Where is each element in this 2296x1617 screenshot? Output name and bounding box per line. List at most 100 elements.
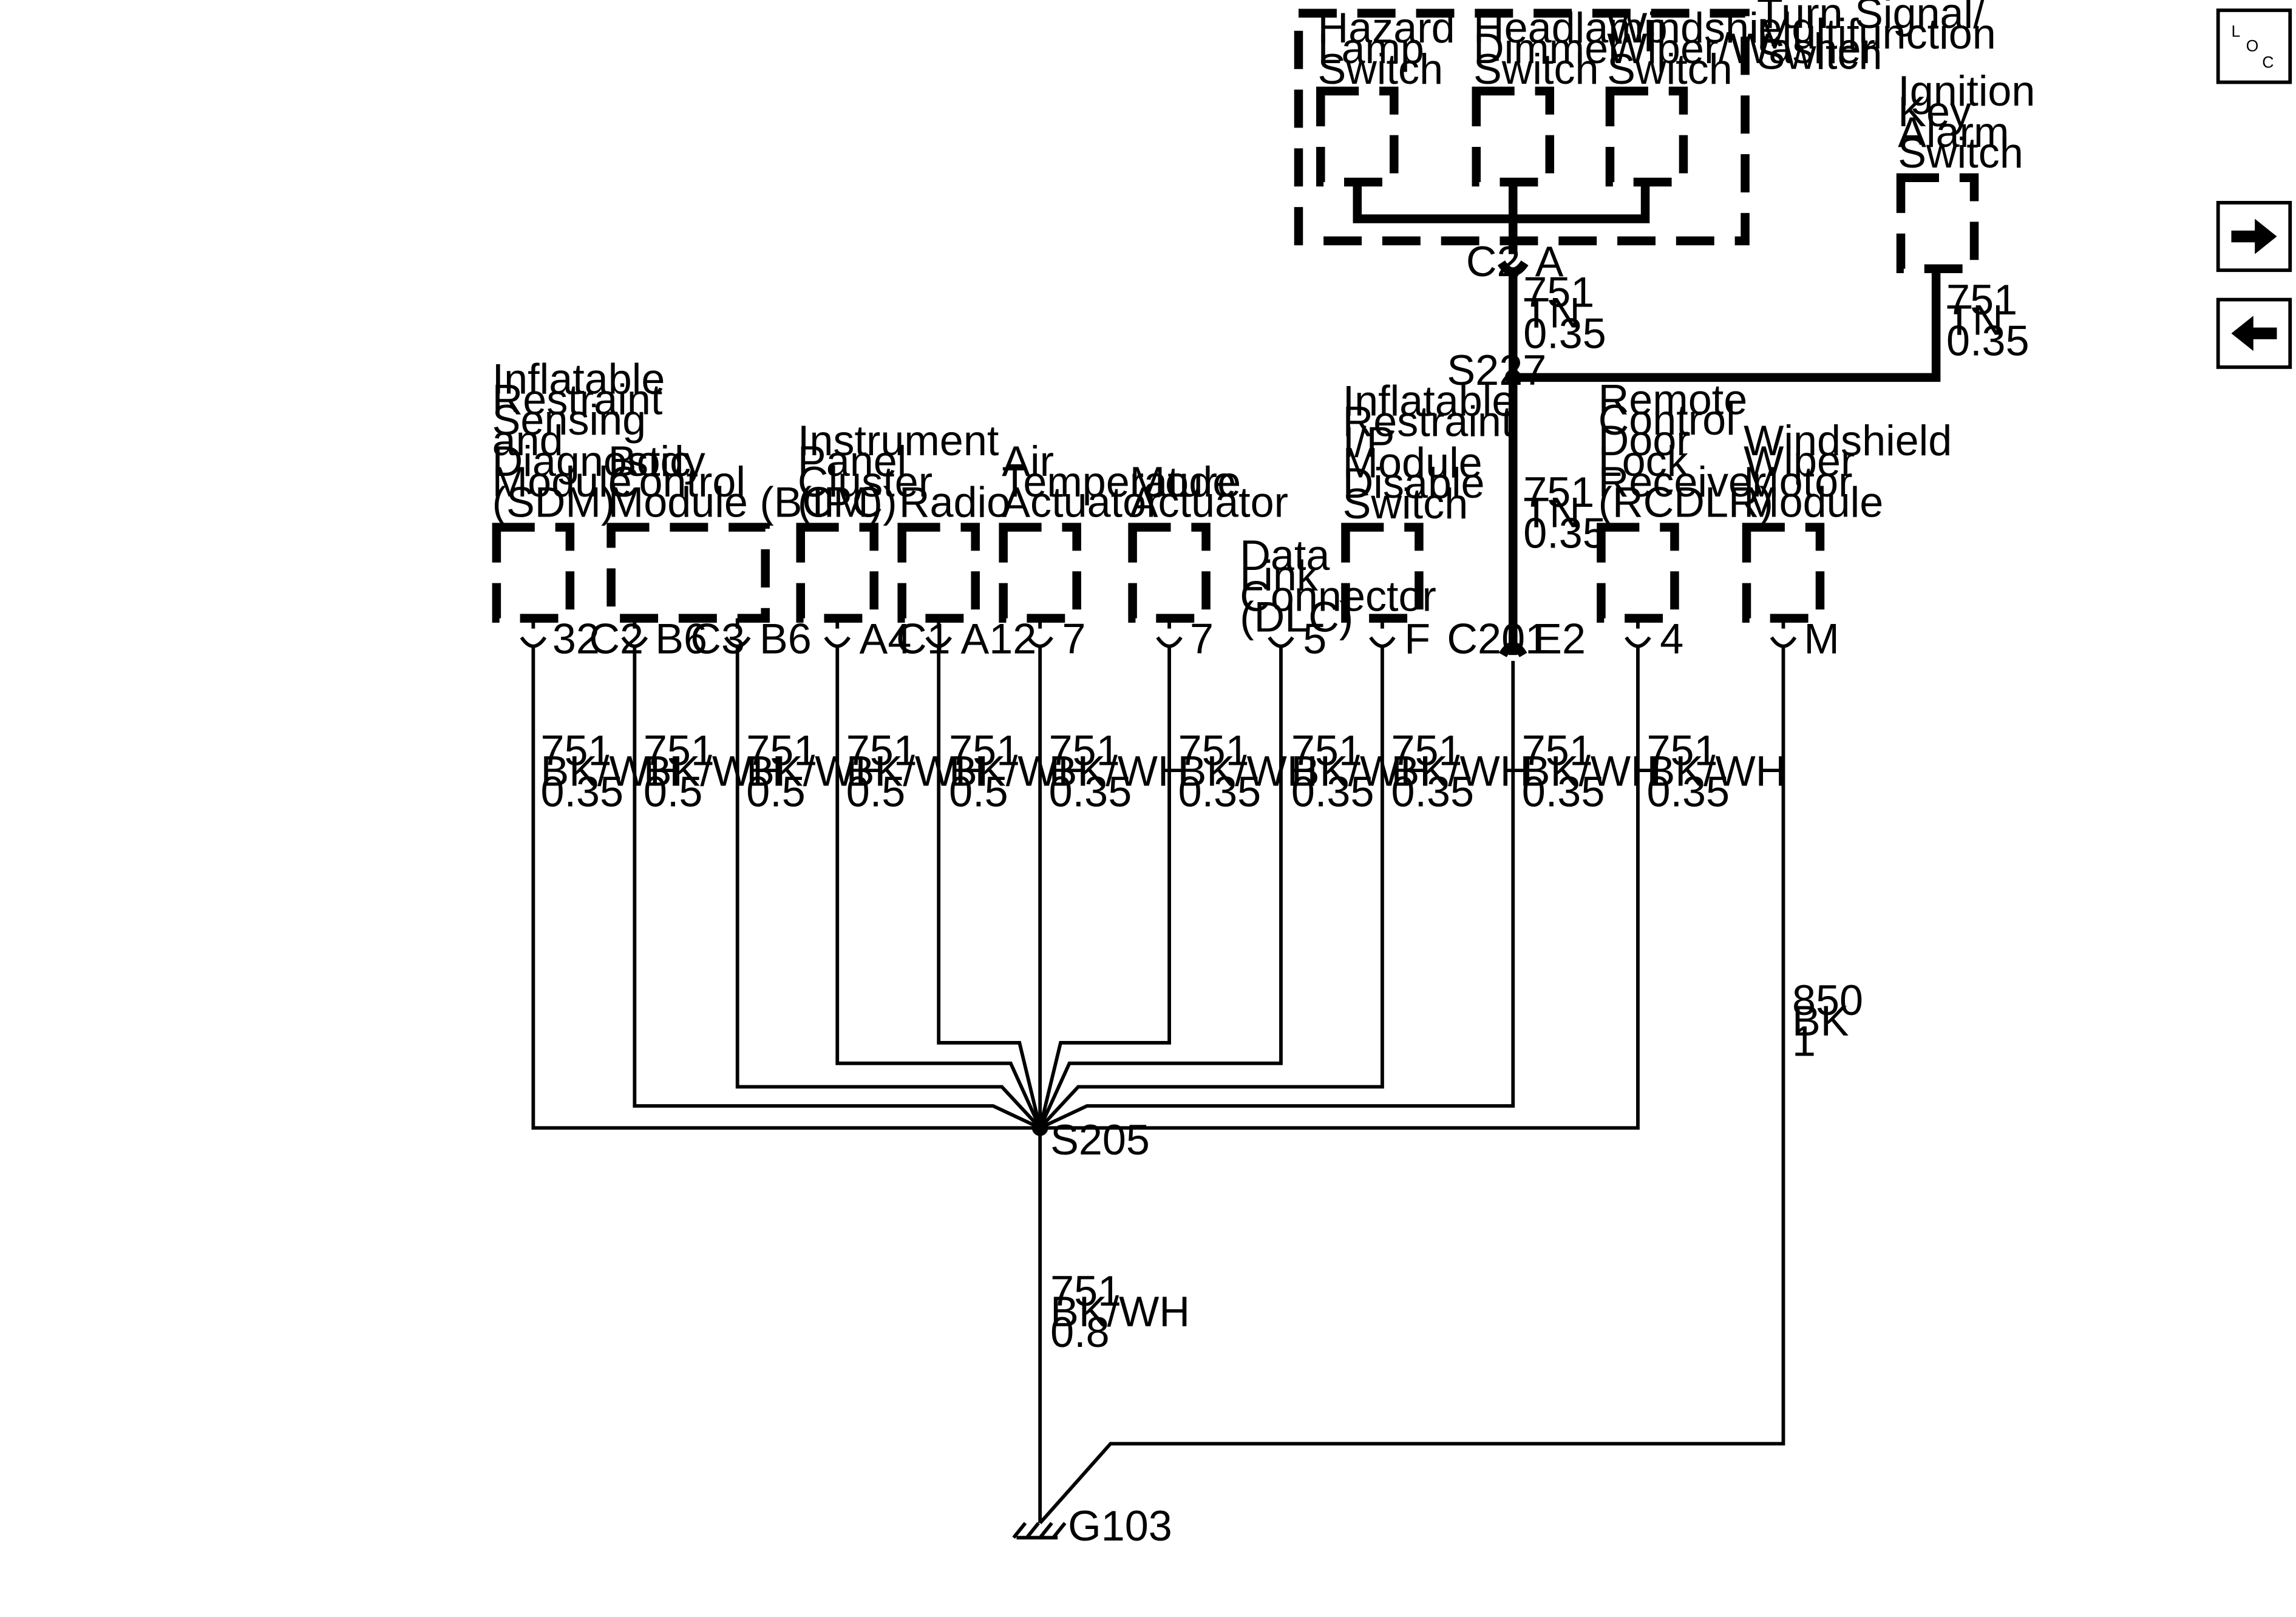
turn-signal-switch-outline — [1294, 8, 1750, 246]
right-arrow-icon — [2231, 219, 2277, 254]
radio-connector-label: C1 — [896, 615, 951, 663]
ignition-label-line: Switch — [1898, 129, 2023, 177]
wire-label: 751 — [1291, 727, 1362, 775]
turn-signal-switch-label: Turn Signal/ Multifunction Switch — [1757, 0, 1996, 78]
wire-label: 751 — [1523, 268, 1594, 316]
wire-sdm-to-s205 — [531, 646, 1041, 1130]
module-connector-stubs — [520, 618, 1797, 648]
hazard-lamp-switch: Hazard Lamp Switch — [1316, 4, 1455, 187]
wire-label: TN — [1523, 289, 1580, 337]
wire-label: BK/WH — [1646, 747, 1786, 795]
wire-dlc-to-s205 — [1038, 646, 1283, 1129]
rcdlr-outline — [1597, 523, 1679, 623]
drop-wire-labels: 751 BK/WH 0.35 751 BK/WH 0.5 751 BK/WH 0… — [540, 727, 1863, 1356]
dlc-label-line: Connector — [1240, 572, 1436, 620]
bcm-label-line: Body — [608, 437, 705, 485]
air-temp-label-line: Actuator — [1002, 478, 1160, 526]
wiper-label-line: Motor — [1744, 458, 1852, 506]
wire-label: 751 — [1946, 276, 2017, 324]
hazard-label-line: Hazard — [1317, 4, 1455, 52]
wire-label: 0.35 — [540, 767, 623, 815]
ip-disable-label-line: Disable — [1343, 459, 1485, 507]
next-button-frame — [2216, 201, 2292, 273]
washer-label-line: Wiper/Washer — [1607, 24, 1875, 72]
wire-wiper-to-g103 — [1038, 646, 1785, 1525]
wire-label: 0.5 — [746, 767, 806, 815]
wire-label: 0.35 — [1523, 509, 1606, 557]
wire-label: BK/WH — [1049, 747, 1189, 795]
headlamp-label-line: Dimmer — [1473, 24, 1623, 72]
dlc-label-line: Link — [1240, 552, 1319, 600]
mode-label-line: Actuator — [1130, 478, 1288, 526]
c2-connector-symbol — [1497, 260, 1529, 276]
wire-label: 1 — [1792, 1017, 1816, 1065]
wire-label: 0.35 — [1946, 317, 2029, 365]
mode-pin-label: 7 — [1190, 615, 1214, 663]
sdm-label-line: Module — [492, 458, 632, 506]
sdm-outline — [492, 523, 575, 623]
wire-c201-to-s205 — [1039, 660, 1515, 1130]
turn-signal-label-line: Turn Signal/ — [1757, 0, 1985, 37]
loc-button[interactable]: L O C — [2216, 8, 2292, 84]
left-arrow-icon — [2231, 316, 2277, 351]
sdm-module: Inflatable Restraint Sensing and Diagnos… — [492, 354, 691, 623]
ignition-label-line: Ignition — [1898, 67, 2035, 115]
washer-label-line: Switch — [1607, 45, 1733, 93]
wire-label: 0.8 — [1050, 1308, 1110, 1356]
ipc-label-line: Instrument — [798, 416, 999, 464]
wire-mode-to-s205 — [1038, 646, 1171, 1128]
wiper-label-line: Wiper — [1744, 437, 1855, 485]
wire-ipc-to-s205 — [835, 646, 1042, 1129]
air-temp-label-line: Air — [1002, 437, 1054, 485]
hazard-label-line: Switch — [1317, 45, 1443, 93]
s205-splice-label: S205 — [1050, 1116, 1150, 1164]
rcdlr-label-line: Remote — [1598, 375, 1748, 423]
wiper-pin-label: M — [1804, 615, 1839, 663]
sdm-label-line: Diagnostic — [492, 437, 691, 485]
ignition-key-alarm-switch: Ignition Key Alarm Switch — [1896, 67, 2035, 274]
wire-ip-disable-to-s205 — [1039, 646, 1384, 1130]
radio-pin-label: A12 — [960, 615, 1036, 663]
wire-label: BK — [1792, 997, 1849, 1045]
s227-splice-label: S227 — [1447, 346, 1546, 394]
next-page-button[interactable] — [2216, 201, 2292, 273]
ip-disable-pin-label: F — [1404, 615, 1430, 663]
wire-label: 751 — [644, 727, 715, 775]
wire-label: BK/WH — [1050, 1287, 1190, 1335]
sdm-label-line: (SDM) — [492, 478, 616, 526]
wiper-motor-module: Windshield Wiper Motor Module — [1742, 416, 1952, 623]
ignition-switch-outline — [1896, 173, 1979, 274]
rcdlr-label-line: Control — [1598, 396, 1736, 444]
wiper-label-line: Windshield — [1744, 416, 1952, 464]
rcdlr-module: Remote Control Door Lock Receiver (RCDLR… — [1597, 375, 1773, 623]
dlc-label-line: (DLC) — [1240, 592, 1353, 640]
wire-label: BK/WH — [1522, 747, 1662, 795]
hazard-switch-outline — [1316, 86, 1399, 187]
wire-bcm-c3-to-s205 — [735, 646, 1042, 1130]
ignition-label-line: Alarm — [1898, 108, 2009, 156]
sdm-label-line: Restraint — [492, 375, 663, 423]
ip-module-disable-switch: Inflatable Restraint I/P Module Disable … — [1341, 377, 1515, 623]
wiper-outline — [1742, 523, 1825, 623]
air-temp-pin-label: 7 — [1062, 615, 1085, 663]
wire-label: 0.35 — [1646, 767, 1730, 815]
previous-page-button[interactable] — [2216, 297, 2292, 369]
radio-outline — [897, 523, 980, 623]
mode-label-line: Mode — [1130, 458, 1237, 506]
hazard-label-line: Lamp — [1317, 24, 1424, 72]
headlamp-switch-outline — [1472, 86, 1555, 187]
wire-label: BK/WH — [846, 747, 986, 795]
wire-label: 751 — [1523, 468, 1594, 516]
sdm-label-line: Inflatable — [492, 354, 665, 402]
air-temp-label-line: Temperature — [1002, 458, 1241, 506]
wire-label: BK/WH — [1291, 747, 1431, 795]
wiper-label-line: Module — [1744, 478, 1883, 526]
c2-pin-label: A — [1535, 237, 1564, 285]
wire-label: 0.35 — [1391, 767, 1474, 815]
ipc-outline — [796, 523, 879, 623]
wire-label: 751 — [1178, 727, 1249, 775]
turn-signal-label-line: Switch — [1757, 30, 1883, 78]
ground-hatch — [1012, 1522, 1067, 1539]
headlamp-label-line: Switch — [1473, 45, 1599, 93]
